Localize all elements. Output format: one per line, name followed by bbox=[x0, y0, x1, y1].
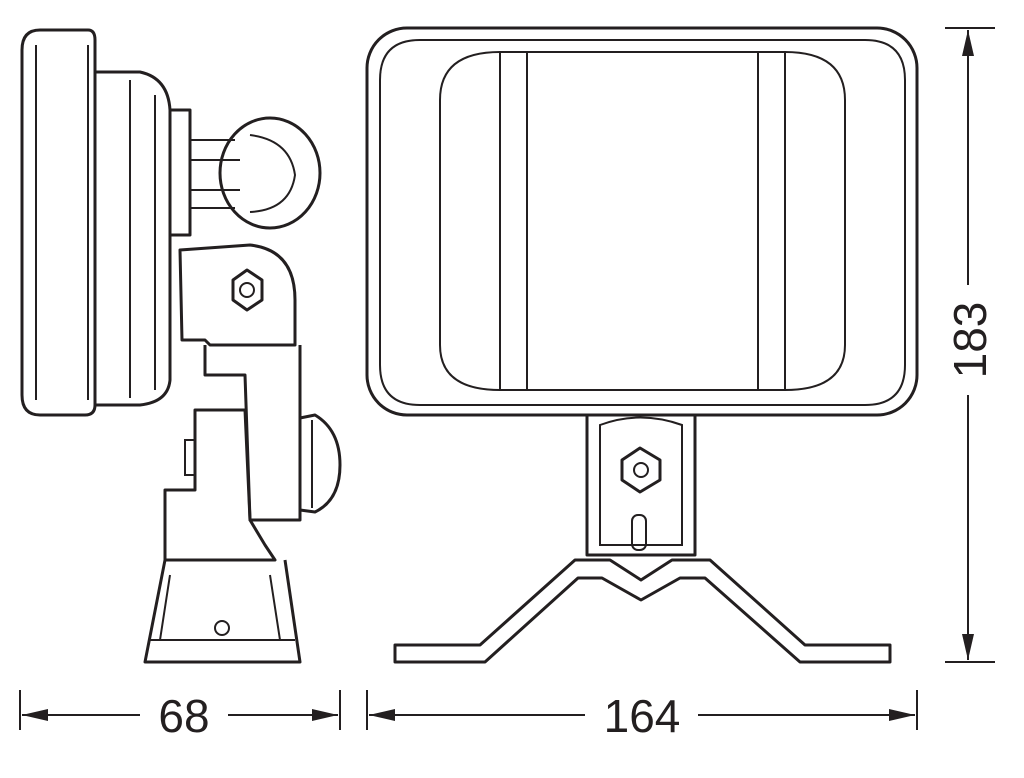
height-label: 183 bbox=[944, 302, 996, 379]
dimension-depth: 68 bbox=[19, 690, 341, 742]
width-label: 164 bbox=[604, 690, 681, 742]
depth-label: 68 bbox=[158, 690, 209, 742]
dimension-height: 183 bbox=[944, 27, 996, 663]
dimension-width: 164 bbox=[366, 690, 918, 742]
front-view bbox=[365, 26, 919, 664]
side-view bbox=[20, 28, 342, 664]
